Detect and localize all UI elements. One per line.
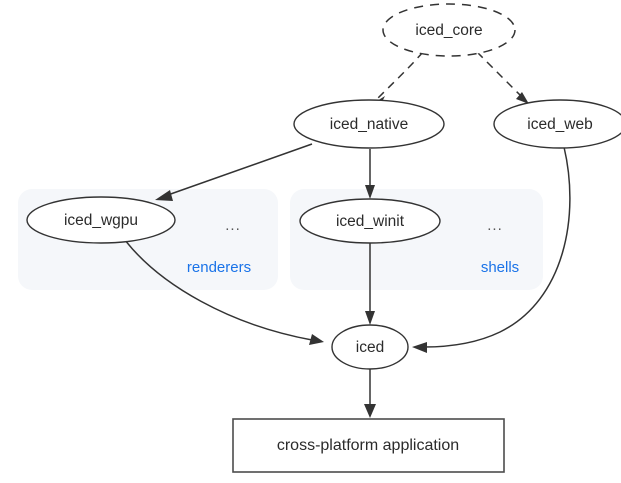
- edge-iced_wgpu-to-iced: [124, 239, 324, 345]
- node-iced_winit-shape[interactable]: [299, 198, 441, 244]
- cluster-renderers-label: renderers: [187, 259, 251, 276]
- edge-iced_native-to-iced_wgpu: [155, 143, 313, 201]
- node-iced-shape[interactable]: [331, 324, 409, 370]
- node-iced_native[interactable]: iced_native: [293, 99, 445, 149]
- node-iced[interactable]: iced: [331, 324, 409, 370]
- edge-iced_native-to-iced_winit: [365, 149, 375, 199]
- edge-iced_core-to-iced_native: [372, 51, 424, 106]
- edge-iced_web-to-iced: [412, 146, 571, 353]
- cluster-shells-ellipsis: ...: [487, 217, 503, 234]
- edge-iced_core-to-iced_web: [476, 51, 529, 104]
- node-iced_core-shape[interactable]: [382, 3, 516, 57]
- node-iced_web-shape[interactable]: [493, 99, 621, 149]
- node-iced_core[interactable]: iced_core: [382, 3, 516, 57]
- node-iced_wgpu-shape[interactable]: [26, 196, 176, 244]
- node-iced_web[interactable]: iced_web: [493, 99, 621, 149]
- node-iced_winit[interactable]: iced_winit: [299, 198, 441, 244]
- cluster-shells-label: shells: [481, 259, 519, 276]
- edge-iced_winit-to-iced: [365, 243, 375, 325]
- node-iced_native-shape[interactable]: [293, 99, 445, 149]
- node-iced_wgpu[interactable]: iced_wgpu: [26, 196, 176, 244]
- cluster-renderers-ellipsis: ...: [225, 217, 241, 234]
- edge-iced-to-app: [364, 369, 376, 418]
- node-cross-platform-application[interactable]: cross-platform application: [232, 418, 505, 473]
- node-app-shape[interactable]: [232, 418, 505, 473]
